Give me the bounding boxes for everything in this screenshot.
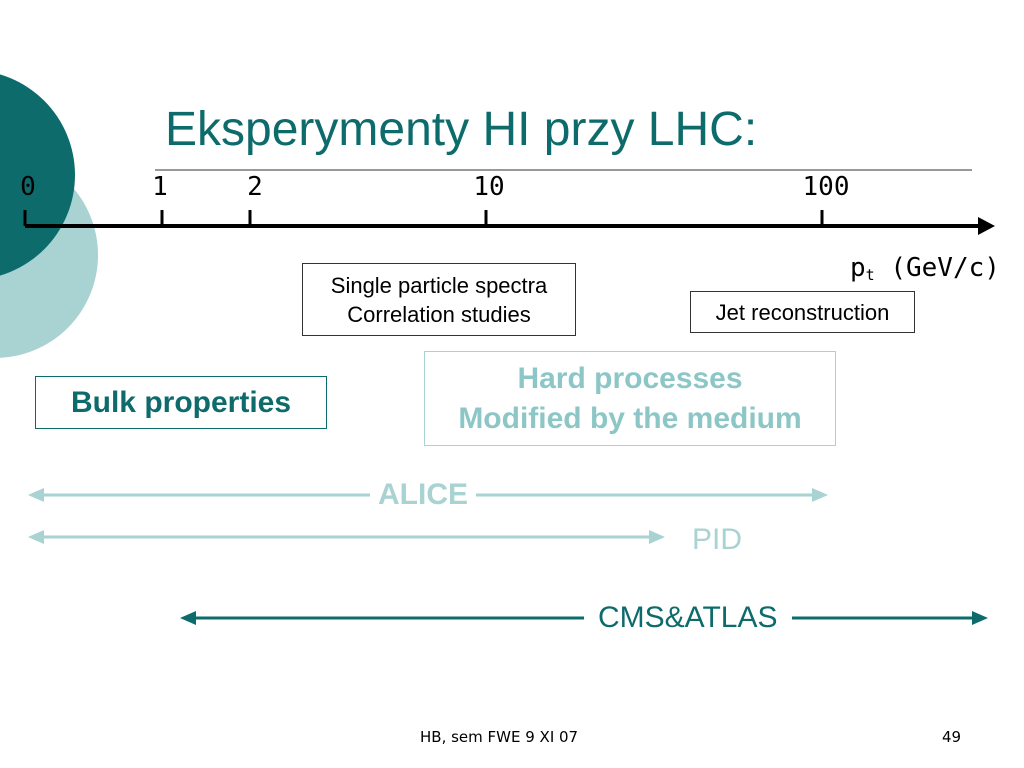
- cms-atlas-label: CMS&ATLAS: [584, 598, 792, 638]
- axis-arrowhead: [978, 217, 995, 235]
- axis-unit-subscript: t: [865, 266, 875, 284]
- tick-label-1: 1: [152, 172, 168, 202]
- axis-unit-text: (GeV/c): [890, 253, 1000, 283]
- hard-processes-line-2: Modified by the medium: [458, 401, 802, 435]
- alice-label: ALICE: [370, 475, 476, 515]
- footer-text: HB, sem FWE 9 XI 07: [420, 728, 579, 746]
- cms-atlas-range-arrow: [180, 611, 988, 625]
- tick-label-2: 2: [247, 172, 263, 202]
- hard-processes-box: Hard processes Modified by the medium: [424, 351, 836, 446]
- tick-label-100: 100: [802, 172, 850, 202]
- axis-unit-symbol: p: [850, 253, 866, 283]
- jet-reconstruction-box: Jet reconstruction: [690, 291, 915, 333]
- axis-unit-label: pt (GeV/c): [850, 248, 1000, 295]
- tick-label-0: 0: [20, 172, 36, 202]
- single-particle-box: Single particle spectra Correlation stud…: [302, 263, 576, 336]
- pid-range-arrow: [28, 530, 665, 544]
- bulk-properties-label: Bulk properties: [70, 385, 292, 419]
- jet-reconstruction-label: Jet reconstruction: [715, 299, 890, 325]
- hard-processes-line-1: Hard processes: [517, 361, 743, 395]
- single-particle-line-2: Correlation studies: [347, 301, 531, 327]
- tick-label-10: 10: [473, 172, 505, 202]
- single-particle-line-1: Single particle spectra: [330, 272, 548, 298]
- page-number: 49: [942, 728, 962, 746]
- bulk-properties-box: Bulk properties: [35, 376, 327, 429]
- pid-label: PID: [692, 520, 743, 560]
- slide-title: Eksperymenty HI przy LHC:: [165, 103, 758, 156]
